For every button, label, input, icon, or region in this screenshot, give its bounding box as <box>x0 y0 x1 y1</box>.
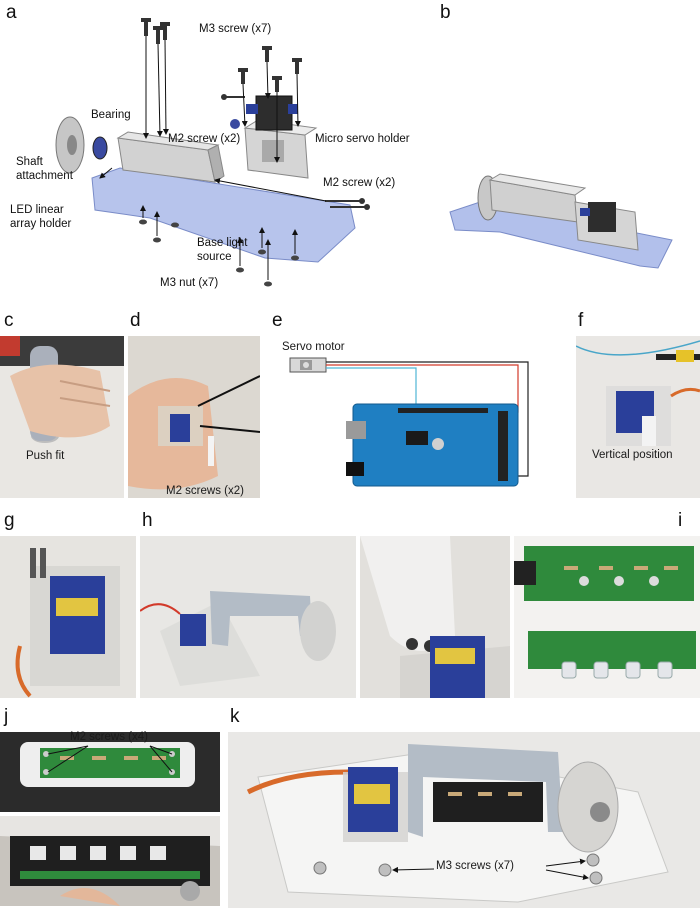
photo-pcb-mounted-top <box>0 732 220 812</box>
photo-pcb-mounted-bottom <box>0 816 220 906</box>
panel-letter-j: j <box>4 706 9 727</box>
label-shaft-attachment: Shaft attachment <box>16 156 73 182</box>
caption-vertical-position: Vertical position <box>592 449 673 461</box>
micro-servo-shape <box>255 95 293 131</box>
panel-letter-g: g <box>4 510 15 531</box>
panel-letter-a: a <box>6 2 17 23</box>
m3-nuts <box>139 219 299 287</box>
assembled-render <box>449 173 673 269</box>
photo-push-fit <box>0 336 124 498</box>
bearing-shape <box>92 136 108 160</box>
photo-vertical-position <box>576 336 700 498</box>
caption-m3-screws-x7: M3 screws (x7) <box>436 860 514 872</box>
label-bearing: Bearing <box>91 109 131 121</box>
base-plate-shape <box>91 167 356 263</box>
caption-m2-screws-x4: M2 screws (x4) <box>70 731 148 743</box>
photo-servo-screws <box>128 336 260 498</box>
m2-screws-right <box>221 94 370 210</box>
panel-letter-h: h <box>142 510 153 531</box>
panel-letter-i: i <box>678 510 683 531</box>
photo-final-assembly <box>228 732 700 908</box>
panel-letter-d: d <box>130 310 141 331</box>
label-m2-screw-right: M2 screw (x2) <box>323 177 396 189</box>
panel-letter-c: c <box>4 310 14 331</box>
label-micro-servo-holder: Micro servo holder <box>315 133 410 145</box>
label-led-holder: LED linear array holder <box>10 204 72 230</box>
wiring-diagram <box>289 357 529 487</box>
photo-led-pcb <box>514 536 700 698</box>
j-arrows <box>47 745 173 773</box>
m3-screws-top <box>141 18 302 92</box>
k-arrows <box>392 858 589 881</box>
caption-m2-screws: M2 screws (x2) <box>166 485 244 497</box>
photo-servo-in-holder <box>0 536 136 698</box>
photo-shaft-attachment-closeup <box>360 536 510 698</box>
panel-letter-e: e <box>272 310 283 331</box>
label-m3-screw: M3 screw (x7) <box>199 23 272 35</box>
panel-letter-f: f <box>578 310 584 331</box>
label-m3-nut: M3 nut (x7) <box>160 277 219 289</box>
panel-letter-k: k <box>230 706 240 727</box>
caption-push-fit: Push fit <box>26 450 65 462</box>
panel-letter-b: b <box>440 2 451 23</box>
label-base-light-source: Base light source <box>197 237 248 263</box>
label-m2-screw-top: M2 screw (x2) <box>168 133 241 145</box>
photo-led-holder-attached <box>140 536 356 698</box>
exploded-assembly-diagram <box>55 18 370 287</box>
label-servo-motor: Servo motor <box>282 341 345 353</box>
